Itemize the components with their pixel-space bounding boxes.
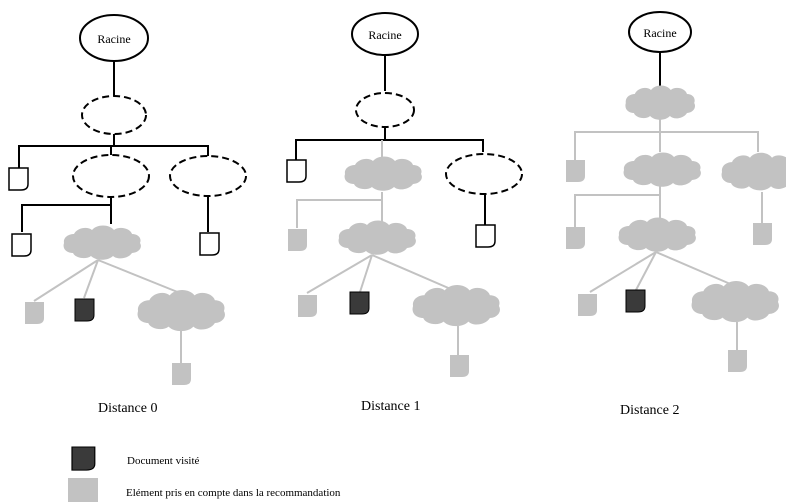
considered-document-icon [728,350,747,372]
visited-document-icon [625,289,646,313]
root-label: Racine [643,26,676,40]
legend: Document visité Elément pris en compte d… [68,446,341,502]
visited-document-icon [349,291,370,315]
panel-distance-2: Racine Distance 2 [566,11,786,418]
considered-cloud-node [625,85,696,120]
document-icon [11,233,32,257]
dashed-node [355,92,415,128]
dashed-node [445,153,523,195]
considered-document-icon [172,363,191,385]
panel-distance-0: Racine Distance 0 [8,14,247,416]
legend-visited-label: Document visité [127,455,200,467]
considered-cloud-node [618,217,696,252]
considered-document-icon [298,295,317,317]
considered-document-icon [578,294,597,316]
considered-document-icon [566,160,585,182]
considered-document-icon [288,229,307,251]
considered-cloud-node [137,290,225,332]
legend-considered-label: Elément pris en compte dans la recommand… [126,487,341,499]
panel-caption: Distance 0 [98,401,157,416]
considered-cloud-node [691,281,779,323]
considered-cloud-node [63,225,141,260]
root-node [628,11,692,53]
panel-caption: Distance 2 [620,403,679,418]
edges-dark [295,55,486,225]
document-icon [199,232,220,256]
considered-cloud-node [338,220,416,255]
edges-light [574,118,763,352]
edges-light [296,140,459,357]
dashed-node [72,154,150,198]
considered-document-icon [753,223,772,245]
considered-document-icon [450,355,469,377]
legend-visited-icon [71,446,96,471]
root-node [351,12,419,56]
panel-caption: Distance 1 [361,399,420,414]
considered-document-icon [566,227,585,249]
edges-dark [18,61,209,232]
document-icon [286,159,307,183]
dashed-node [169,155,247,197]
visited-document-icon [74,298,95,322]
root-label: Racine [97,32,130,46]
document-icon [8,167,29,191]
considered-cloud-node [344,156,422,191]
legend-considered-swatch [68,478,98,502]
considered-document-icon [25,302,44,324]
root-label: Racine [368,28,401,42]
document-icon [475,224,496,248]
root-node [79,14,149,62]
panel-distance-1: Racine Distance 1 [286,12,523,414]
edges-light [33,259,182,366]
dashed-node [81,95,147,135]
considered-cloud-node [412,285,500,327]
considered-cloud-node [721,152,786,191]
considered-cloud-node [623,152,701,187]
